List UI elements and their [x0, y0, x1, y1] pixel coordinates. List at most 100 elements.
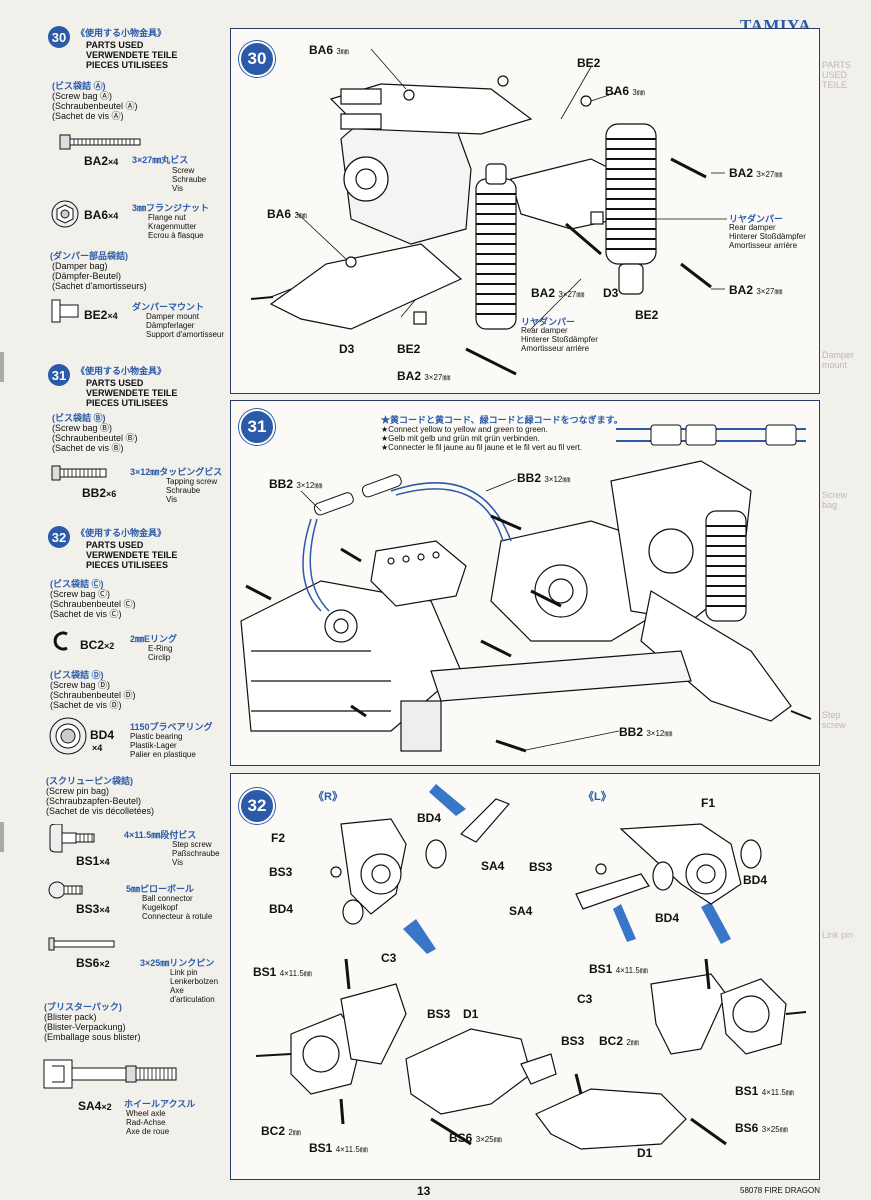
ba2-jp: 3×27㎜丸ビス	[132, 155, 189, 165]
callout-be2-bottom: BE2	[397, 342, 421, 356]
panel-step32: 32 《R》 《L》	[230, 773, 820, 1180]
e-ring-bc2-icon	[53, 631, 68, 651]
step-number-32: 32	[48, 526, 70, 548]
callout-bd4-l-bottom: BD4	[655, 911, 680, 925]
callout-f2: F2	[271, 831, 286, 845]
callout-bc2-r: BC2 2㎜	[261, 1124, 301, 1138]
bb2-code: BB2×6	[82, 486, 117, 500]
rear-suspension-drawing	[250, 48, 727, 376]
screw-ba2-icon	[59, 134, 141, 150]
callout-be2-right: BE2	[635, 308, 659, 322]
callout-bd4-r-bottom: BD4	[269, 902, 294, 916]
bs6-jp: 3×25㎜リンクピン	[140, 958, 215, 968]
blister-jp: (ブリスターパック)	[44, 1002, 122, 1012]
bd4-qty: ×4	[92, 743, 103, 753]
rear-damper-left-jp: リヤダンパー	[521, 317, 576, 327]
parts-used-jp: 《使用する小物金具》	[76, 366, 167, 376]
binding-hole-bottom	[0, 822, 4, 852]
callout-ba2-right-lower: BA2 3×27㎜	[729, 283, 783, 297]
bag-a-jp: (ビス袋詰 Ⓐ)	[52, 81, 106, 91]
callout-bb2-bottom: BB2 3×12㎜	[619, 725, 673, 739]
callout-c3-l: C3	[577, 992, 593, 1006]
damper-mount-be2-icon	[51, 299, 79, 323]
callout-bb2-top: BB2 3×12㎜	[517, 471, 571, 485]
callout-bs3-r-lower: BS3	[427, 1007, 451, 1021]
footer-product: 58078 FIRE DRAGON	[740, 1186, 821, 1195]
plastic-bearing-bd4-icon	[49, 717, 87, 755]
callout-bs3-l: BS3	[529, 860, 553, 874]
callout-bd4-l-right: BD4	[743, 873, 768, 887]
ba6-jp: 3㎜フランジナット	[132, 203, 210, 213]
rear-damper-right-jp: リヤダンパー	[729, 214, 784, 224]
step-screw-bs1-icon	[49, 824, 95, 853]
callout-ba6-left: BA6 3㎜	[267, 207, 307, 221]
be2-code: BE2×4	[84, 308, 118, 322]
panel-step-number-32: 32	[239, 788, 275, 824]
chassis-drawing	[240, 424, 812, 753]
bag-c-label: (Screw bag Ⓒ)(Schraubenbeutel Ⓒ)(Sachet …	[50, 589, 136, 619]
parts-used-jp: 《使用する小物金具》	[76, 28, 167, 38]
bs6-code: BS6×2	[76, 956, 110, 970]
sa4-code: SA4×2	[78, 1099, 112, 1113]
ba6-code: BA6×4	[84, 208, 119, 222]
bd4-code: BD4	[90, 728, 115, 742]
callout-bs1-r-top: BS1 4×11.5㎜	[253, 965, 312, 979]
callout-bc2-l: BC2 2㎜	[599, 1034, 639, 1048]
callout-bs1-r-bottom: BS1 4×11.5㎜	[309, 1141, 368, 1155]
ba2-code: BA2×4	[84, 154, 119, 168]
bd4-jp: 1150プラベアリング	[130, 722, 213, 732]
panel-step31: 31 ★黄コードと黄コード、緑コードと緑コードをつなぎます。 ★Connect …	[230, 400, 820, 766]
wiring-note: ★Connect yellow to yellow and green to g…	[381, 425, 583, 452]
left-side-label: 《L》	[583, 791, 612, 803]
binding-hole-top	[0, 352, 4, 382]
parts-used-jp: 《使用する小物金具》	[76, 528, 167, 538]
callout-ba6-right: BA6 3㎜	[605, 84, 645, 98]
step-number-31: 31	[48, 364, 70, 386]
callout-ba2-mid: BA2 3×27㎜	[531, 286, 585, 300]
bc2-jp: 2㎜Eリング	[130, 634, 178, 644]
callout-sa4-r: SA4	[481, 859, 505, 873]
bc2-code: BC2×2	[80, 638, 115, 652]
callout-bd4-r-top: BD4	[417, 811, 442, 825]
damper-bag-label: (Damper bag)(Dämpfer-Beutel)(Sachet d'am…	[52, 261, 147, 291]
bag-a-label: (Screw bag Ⓐ)(Schraubenbeutel Ⓐ)(Sachet …	[52, 91, 138, 121]
callout-ba6-top: BA6 3㎜	[309, 43, 349, 57]
sa4-jp: ホイールアクスル	[124, 1099, 196, 1109]
wiring-note-jp: ★黄コードと黄コード、緑コードと緑コードをつなぎます。	[381, 415, 623, 425]
callout-bs1-l-top: BS1 4×11.5㎜	[589, 962, 648, 976]
panel-step-number-30: 30	[239, 41, 275, 77]
wheel-axle-sa4-icon	[43, 1059, 177, 1089]
bag-d-label: (Screw bag Ⓓ)(Schraubenbeutel Ⓓ)(Sachet …	[50, 680, 136, 710]
bs3-jp: 5㎜ピローボール	[126, 884, 195, 894]
callout-d3-left: D3	[339, 342, 355, 356]
step-number-30: 30	[48, 26, 70, 48]
callout-sa4-l: SA4	[509, 904, 533, 918]
bag-d-jp: (ビス袋詰 Ⓓ)	[50, 670, 104, 680]
bag-b-jp: (ビス袋詰 Ⓑ)	[52, 413, 106, 423]
callout-ba2-right: BA2 3×27㎜	[729, 166, 783, 180]
bb2-jp: 3×12㎜タッピングビス	[130, 467, 223, 477]
bs1-jp: 4×11.5㎜段付ビス	[124, 830, 197, 840]
callout-bs3-r: BS3	[269, 865, 293, 879]
callout-bs3-l-lower: BS3	[561, 1034, 585, 1048]
damper-bag-jp: (ダンパー部品袋詰)	[50, 251, 128, 261]
callout-f1: F1	[701, 796, 716, 810]
callout-d1-r: D1	[463, 1007, 479, 1021]
ball-connector-bs3-icon	[48, 881, 83, 899]
callout-bb2-left: BB2 3×12㎜	[269, 477, 323, 491]
callout-bs6-r: BS6 3×25㎜	[449, 1131, 502, 1145]
